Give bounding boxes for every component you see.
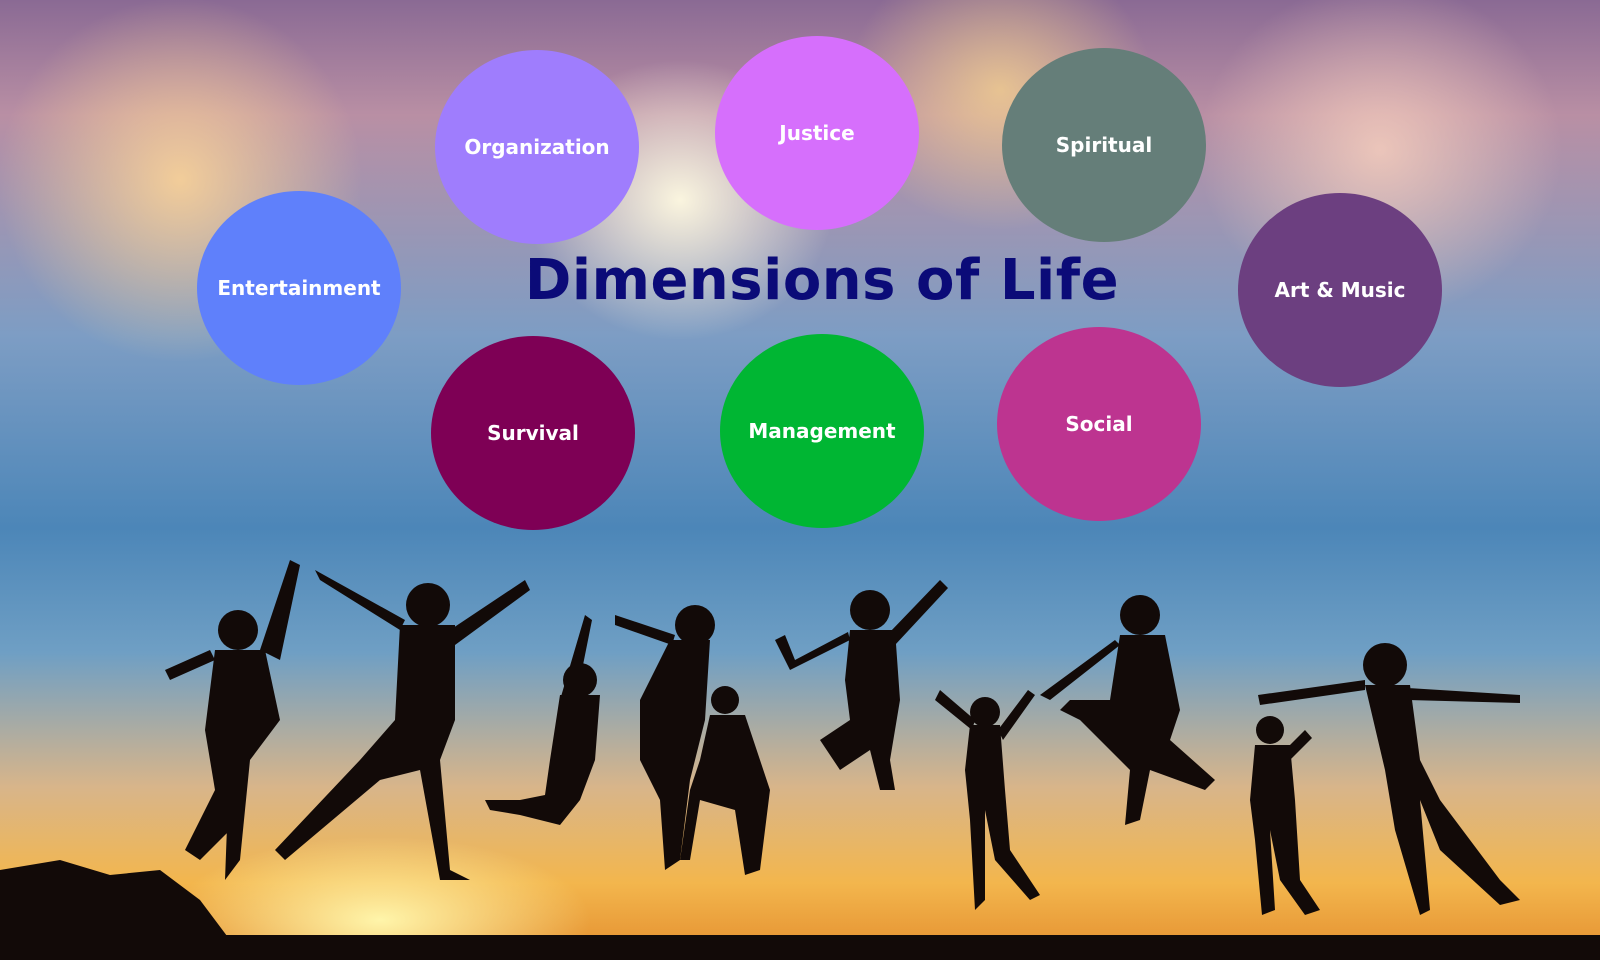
dimension-label: Entertainment xyxy=(217,276,381,300)
dimension-label: Justice xyxy=(779,121,855,145)
dimension-label: Organization xyxy=(464,135,610,159)
dimension-label: Social xyxy=(1065,412,1133,436)
dimension-label: Spiritual xyxy=(1055,133,1153,157)
dimension-social[interactable]: Social xyxy=(997,327,1201,521)
dimension-survival[interactable]: Survival xyxy=(431,336,635,530)
dimension-management[interactable]: Management xyxy=(720,334,924,528)
dimension-entertainment[interactable]: Entertainment xyxy=(197,191,401,385)
dimension-organization[interactable]: Organization xyxy=(435,50,639,244)
dimension-label: Art & Music xyxy=(1274,278,1406,302)
slide-title: Dimensions of Life xyxy=(524,248,1120,313)
dimension-art-music[interactable]: Art & Music xyxy=(1238,193,1442,387)
dimension-justice[interactable]: Justice xyxy=(715,36,919,230)
dimension-spiritual[interactable]: Spiritual xyxy=(1002,48,1206,242)
dimension-label: Management xyxy=(748,419,896,443)
dimension-label: Survival xyxy=(487,421,579,445)
